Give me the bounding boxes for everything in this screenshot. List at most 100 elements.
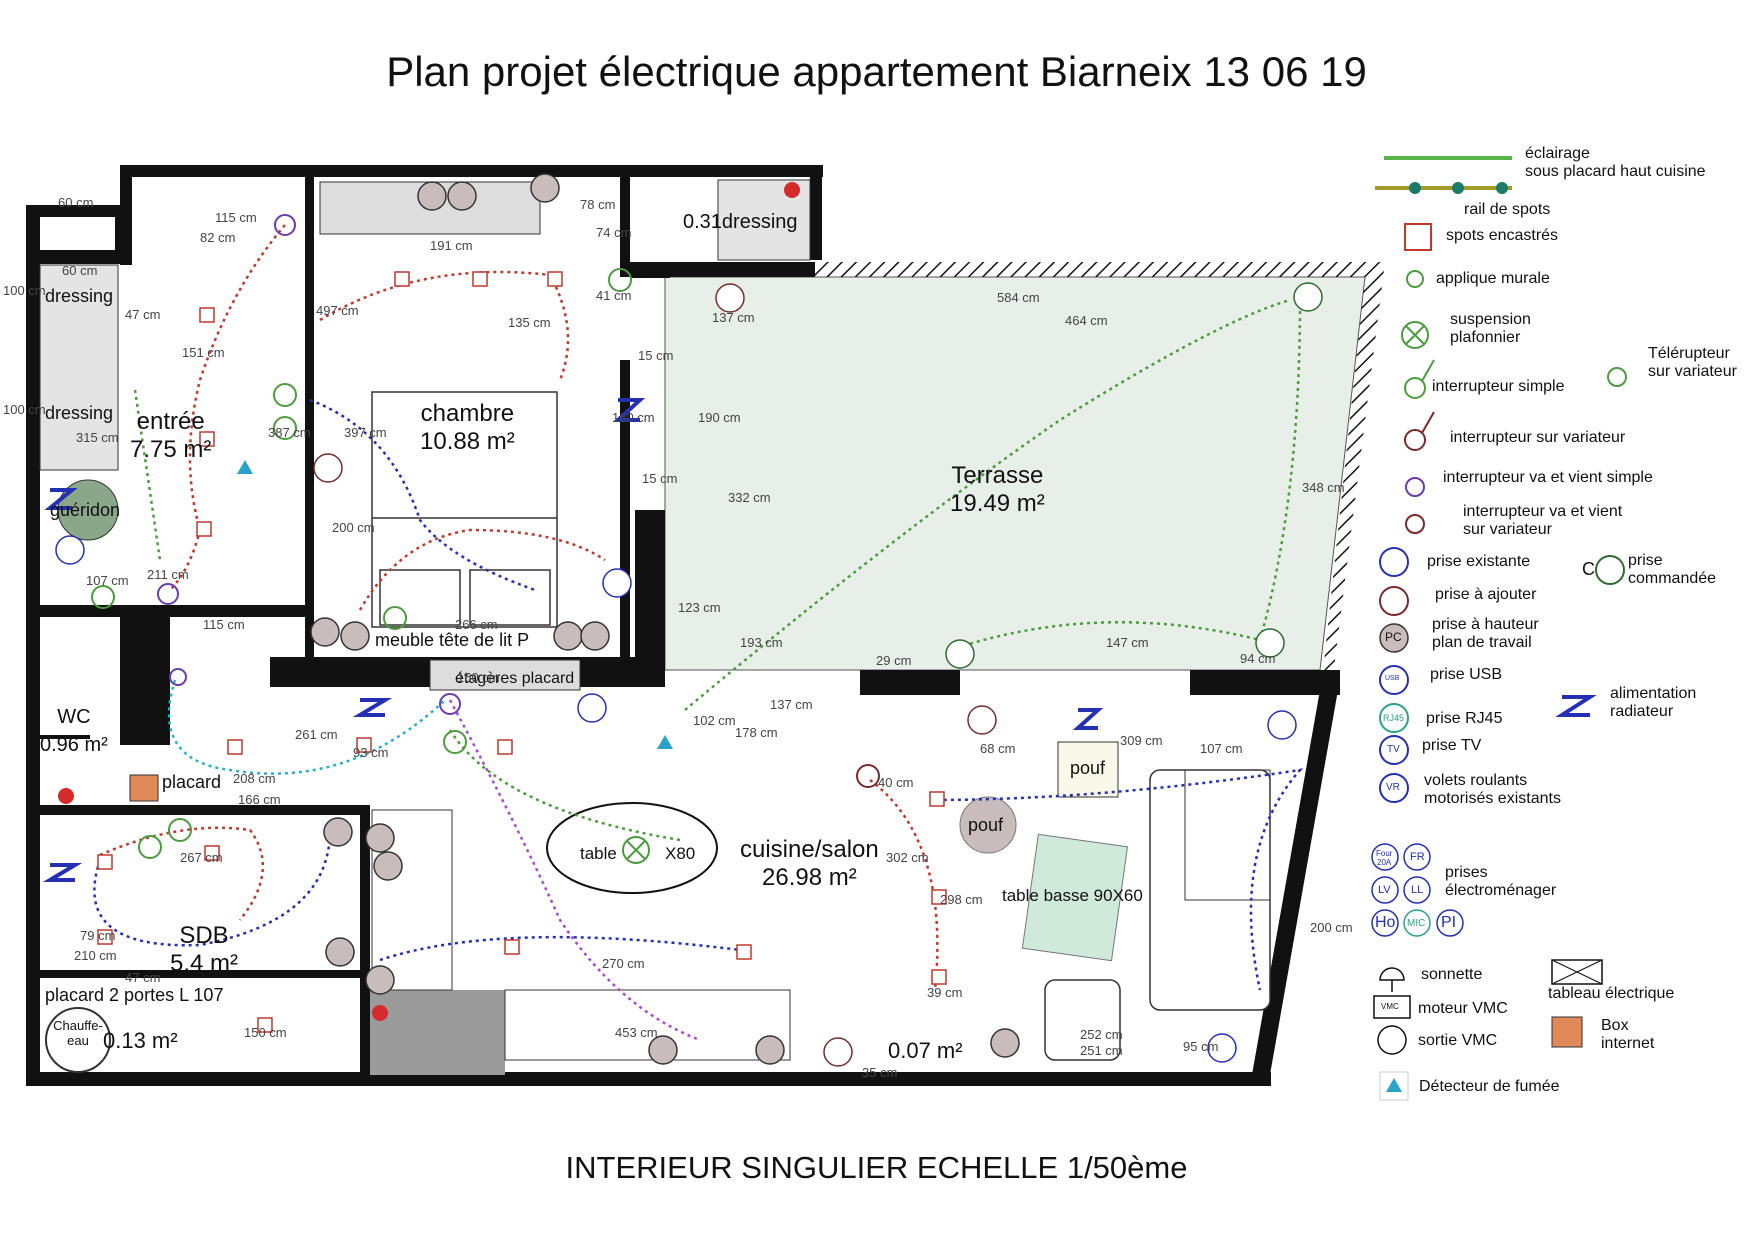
legend-pi-symbol: PI xyxy=(1441,914,1457,931)
legend-fr-symbol: FR xyxy=(1410,851,1425,863)
legend-rail-spot xyxy=(1496,182,1508,194)
legend-mic-symbol: MIC xyxy=(1407,918,1426,929)
legend-suspension-icon xyxy=(1401,321,1429,349)
interrupteur-simple xyxy=(273,383,297,407)
dressing-label-2: dressing xyxy=(45,403,114,423)
circuit-green-entree xyxy=(133,389,162,561)
dimension-label: 332 cm xyxy=(728,490,771,505)
room-sdb-name: SDB xyxy=(179,922,229,949)
circuit-blue-salon xyxy=(929,768,1304,991)
terrace-hatched-wall xyxy=(815,262,1385,700)
prise-ajouter xyxy=(967,705,997,735)
dimension-label: 160 cm xyxy=(612,410,655,425)
legend-vmc-symbol: VMC xyxy=(1381,1002,1399,1011)
pc-socket xyxy=(990,1028,1020,1058)
dimension-label: 60 cm xyxy=(62,263,98,278)
legend-box-text2: internet xyxy=(1601,1035,1655,1052)
dimension-label: 100 cm xyxy=(3,402,46,417)
dimension-label: 79 cm xyxy=(80,928,116,943)
etageres-label: étagères placard xyxy=(455,670,575,687)
legend-applique: applique murale xyxy=(1436,270,1550,287)
room-chambre-area: 10.88 m² xyxy=(420,428,515,455)
circuit-purple xyxy=(448,699,701,1042)
legend-box-icon xyxy=(1551,1016,1583,1048)
prise-ajouter xyxy=(715,283,745,313)
dimension-label: 267 cm xyxy=(180,850,223,865)
interrupteur-simple xyxy=(608,268,632,292)
legend-eclairage-text2: sous placard haut cuisine xyxy=(1525,163,1706,180)
legend-telerupteur-text: Télérupteur xyxy=(1648,345,1730,362)
legend-spot-icon xyxy=(1404,223,1432,251)
kitchen-counter xyxy=(370,990,505,1075)
plan-title: Plan projet électrique appartement Biarn… xyxy=(386,48,1367,95)
interrupteur-vv xyxy=(439,693,461,715)
dimension-label: 95 cm xyxy=(1183,1039,1219,1054)
legend-prises-electro-text: prises xyxy=(1445,864,1488,881)
smoke-detector xyxy=(657,735,673,749)
meuble-tete-label: meuble tête de lit P xyxy=(375,630,530,650)
pouf-label-2: pouf xyxy=(968,815,1004,835)
legend-graphics xyxy=(1371,156,1627,1101)
legend-vr-symbol: VR xyxy=(1386,782,1400,793)
circuit-green-terrasse2 xyxy=(949,299,1302,652)
legend-20a-symbol: 20A xyxy=(1377,858,1392,867)
pc-socket xyxy=(365,823,395,853)
prise-existante xyxy=(577,693,607,723)
dimension-label: 74 cm xyxy=(596,225,632,240)
dimension-label: 78 cm xyxy=(580,197,616,212)
dressing-area-label: 0.31dressing xyxy=(683,211,798,233)
legend-ll-symbol: LL xyxy=(1411,884,1424,896)
legend-sonnette: sonnette xyxy=(1421,966,1483,983)
radiators xyxy=(42,398,1104,882)
interrupteur-simple xyxy=(168,818,192,842)
dimension-label: 29 cm xyxy=(876,653,912,668)
etageres-block xyxy=(429,659,581,691)
legend-prise-existante-icon xyxy=(1379,547,1409,577)
legend-rail-spot xyxy=(1409,182,1421,194)
legend-prise-ajouter-icon xyxy=(1379,586,1409,616)
legend-sonnette-icon xyxy=(1379,967,1405,992)
dimension-label: 210 cm xyxy=(74,948,117,963)
dimension-label: 115 cm xyxy=(203,617,245,632)
legend-sortie-vmc: sortie VMC xyxy=(1418,1032,1498,1049)
prise-ajouter xyxy=(823,1037,853,1067)
dimension-label: 115 cm xyxy=(215,210,257,225)
circuit-cyan xyxy=(167,679,446,775)
dimension-label: 147 cm xyxy=(1106,635,1149,650)
dimension-label: 348 cm xyxy=(1302,480,1345,495)
legend-ho-icon xyxy=(1371,909,1399,937)
legend-spots: spots encastrés xyxy=(1446,227,1559,244)
sofa xyxy=(1149,769,1271,1011)
room-terrasse-name: Terrasse xyxy=(951,462,1044,489)
pc-socket xyxy=(365,965,395,995)
dimension-label: 100 cm xyxy=(3,283,46,298)
pouf-square xyxy=(1057,741,1119,798)
prise-commandee xyxy=(1293,282,1323,312)
room-cuisine-area: 26.98 m² xyxy=(762,864,857,891)
dimension-label: 200 cm xyxy=(332,520,375,535)
dimension-label: 309 cm xyxy=(1120,733,1163,748)
interrupteur-vv xyxy=(169,668,187,686)
red-point xyxy=(58,788,74,804)
interrupteur-simple xyxy=(383,606,407,630)
dimension-label: 453 cm xyxy=(615,1025,658,1040)
chauffe-eau-tank xyxy=(45,1007,111,1073)
legend-telerupteur-icon xyxy=(1607,367,1627,387)
pc-socket xyxy=(755,1035,785,1065)
table-basse xyxy=(1021,833,1129,962)
dimension-label: 266 cm xyxy=(455,617,498,632)
legend-prise-commandee-text: prise xyxy=(1628,552,1663,569)
dimension-label: 302 cm xyxy=(886,850,929,865)
legend-four-symbol: Four xyxy=(1376,849,1393,858)
legend-eclairage-text: éclairage xyxy=(1525,145,1590,162)
dimension-label: 584 cm xyxy=(997,290,1040,305)
room-wc-area: 0.96 m² xyxy=(40,734,108,756)
